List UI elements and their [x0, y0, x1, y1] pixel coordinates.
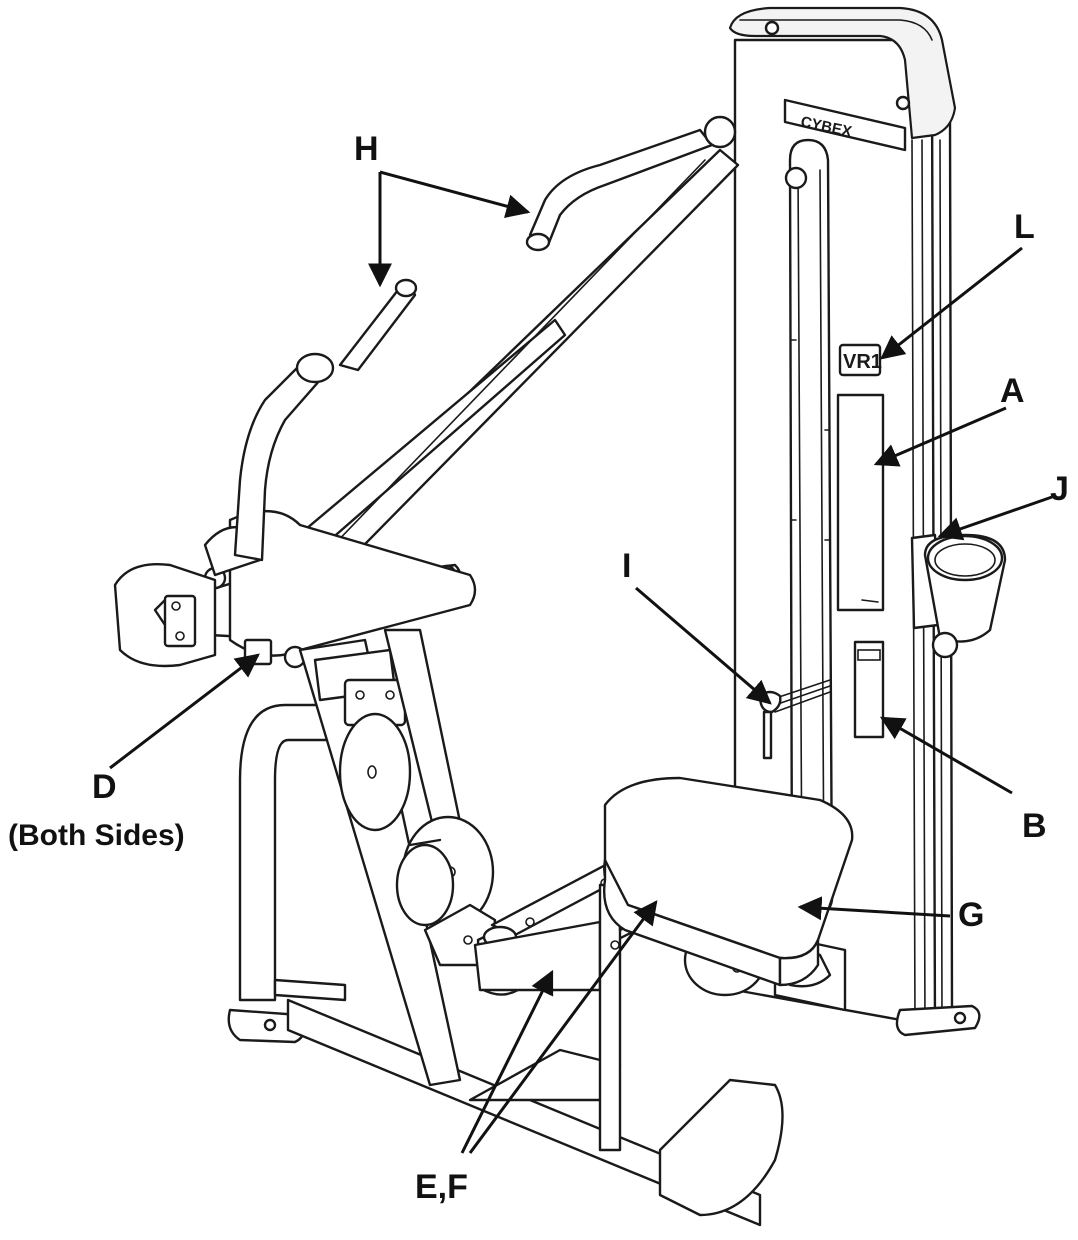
svg-text:VR1: VR1: [843, 351, 882, 373]
callout-d-sublabel: (Both Sides): [8, 819, 185, 852]
main-arm-assembly: [203, 148, 740, 1087]
callout-b: B: [1022, 807, 1047, 845]
vr1-badge: VR1: [838, 343, 882, 377]
callout-l: L: [1014, 208, 1035, 246]
callout-i: I: [622, 547, 631, 585]
callout-j: J: [1050, 470, 1069, 508]
callout-ef: E,F: [415, 1168, 468, 1206]
instruction-placard: [836, 393, 885, 612]
leader-d: [109, 653, 260, 770]
lat-handle-rear: [525, 115, 737, 252]
callout-a: A: [1000, 372, 1025, 410]
leader-f: [468, 900, 658, 1154]
pulley-set: [338, 712, 497, 967]
leader-j: [937, 495, 1053, 541]
lat-handle-front: [233, 278, 418, 562]
leader-a: [873, 406, 1007, 467]
cup-holder: [910, 533, 1007, 659]
leader-h-2: [379, 170, 531, 218]
weight-placard: [853, 640, 885, 739]
callout-g: G: [958, 896, 984, 934]
leader-i: [635, 586, 772, 705]
callout-d: D: [92, 768, 117, 806]
callout-labels: H L A J I B D (Both Sides) E,F G: [8, 130, 1069, 1206]
leader-l: [880, 246, 1023, 360]
seat-pad: [603, 776, 854, 987]
leader-e: [460, 969, 554, 1154]
leader-b: [879, 716, 1013, 795]
leader-g: [797, 896, 951, 921]
side-pad: [113, 525, 262, 668]
leader-lines: [109, 170, 1053, 1154]
callout-h: H: [354, 130, 379, 168]
weight-stack-tower: CYBEX VR1: [683, 6, 1007, 1037]
